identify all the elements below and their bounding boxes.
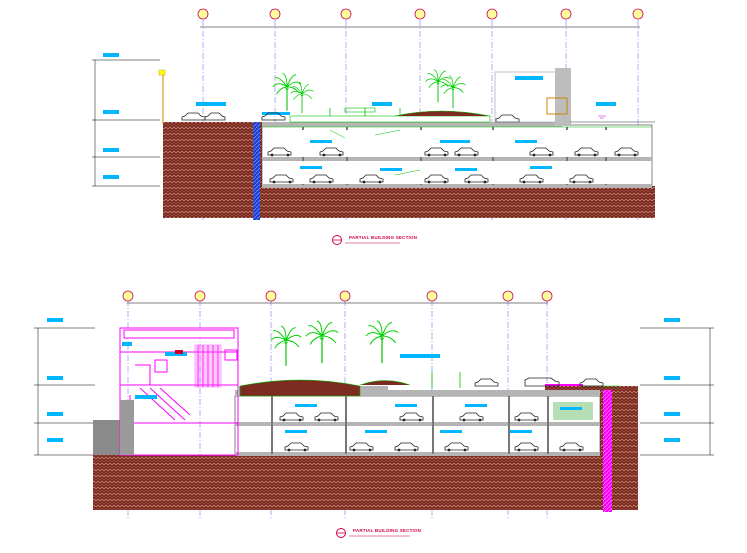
top-section: [92, 8, 655, 245]
bottom-left-level-markers: [34, 318, 95, 456]
bottom-basement-cars: [279, 412, 584, 452]
top-ground-cars: [181, 112, 520, 123]
bottom-soil-right: [545, 386, 638, 455]
bottom-section: [34, 290, 714, 538]
top-soil-left-upper: [163, 122, 258, 218]
top-diaphragm-wall: [253, 122, 260, 220]
bottom-ground-landscape: [239, 320, 620, 397]
top-left-marker: [158, 69, 226, 124]
bottom-title-block: [336, 528, 410, 538]
bottom-section-title: PARTIAL BUILDING SECTION: [353, 528, 422, 533]
top-basement-notes: [262, 112, 552, 176]
top-right-building: [494, 68, 655, 126]
top-title-block: [332, 235, 400, 245]
top-section-title: PARTIAL BUILDING SECTION: [349, 235, 418, 240]
top-basement-cars: [267, 147, 639, 184]
top-soil: [163, 122, 655, 218]
bottom-ground-cars: [474, 377, 604, 387]
bottom-basement-notes: [285, 404, 582, 433]
bottom-magenta-building: [119, 327, 239, 456]
bottom-basement: [234, 390, 601, 456]
top-grid-bubbles: [197, 8, 644, 20]
bottom-magenta-wall: [603, 390, 612, 512]
top-level-markers: [92, 53, 160, 187]
bottom-grid-bubbles: [122, 290, 553, 302]
bottom-right-level-markers: [640, 318, 714, 456]
bottom-soil: [93, 455, 638, 510]
top-ground-landscape: [272, 69, 491, 123]
